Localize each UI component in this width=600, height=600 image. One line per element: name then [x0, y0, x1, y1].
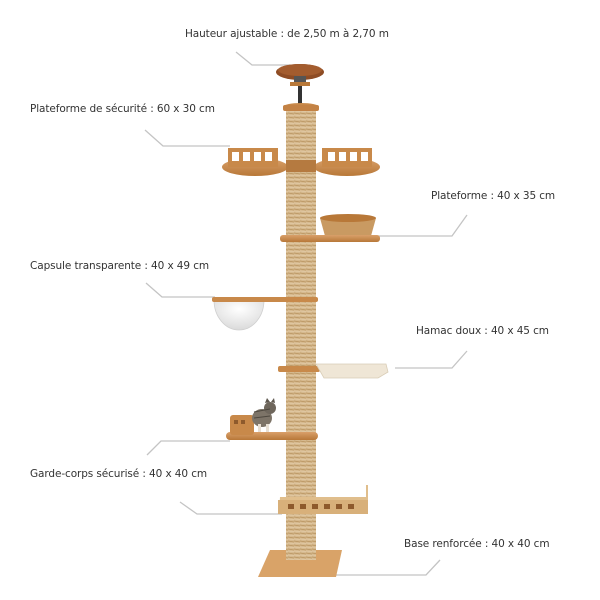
- ceiling-cap: [276, 64, 324, 104]
- guardrail-platform: [278, 485, 368, 514]
- label-hammock: Hamac doux : 40 x 45 cm: [416, 325, 549, 337]
- leader-guardrail: [146, 440, 230, 456]
- transparent-capsule: [212, 297, 318, 331]
- leader-height: [235, 51, 290, 66]
- platform-basket: [280, 214, 380, 242]
- label-base: Base renforcée : 40 x 40 cm: [404, 538, 550, 550]
- sisal-pole: [286, 106, 316, 572]
- reinforced-base: [258, 550, 342, 577]
- leader-guardrail-2: [179, 501, 282, 515]
- label-platform: Plateforme : 40 x 35 cm: [431, 190, 556, 202]
- label-guardrail: Garde-corps sécurisé : 40 x 40 cm: [30, 468, 207, 480]
- label-capsule: Capsule transparente : 40 x 49 cm: [30, 260, 210, 272]
- leader-base: [335, 559, 441, 576]
- leader-hammock: [395, 350, 468, 369]
- safety-platform: [222, 148, 380, 176]
- label-height: Hauteur ajustable : de 2,50 m à 2,70 m: [185, 28, 389, 40]
- leader-capsule: [145, 282, 215, 298]
- soft-hammock: [278, 363, 389, 379]
- label-safety-platform: Plateforme de sécurité : 60 x 30 cm: [30, 103, 215, 115]
- kitten: [252, 398, 276, 432]
- leader-lines: [144, 51, 468, 576]
- leader-platform: [375, 214, 468, 237]
- leader-safety-platform: [144, 129, 230, 147]
- cat-platform: [226, 398, 318, 440]
